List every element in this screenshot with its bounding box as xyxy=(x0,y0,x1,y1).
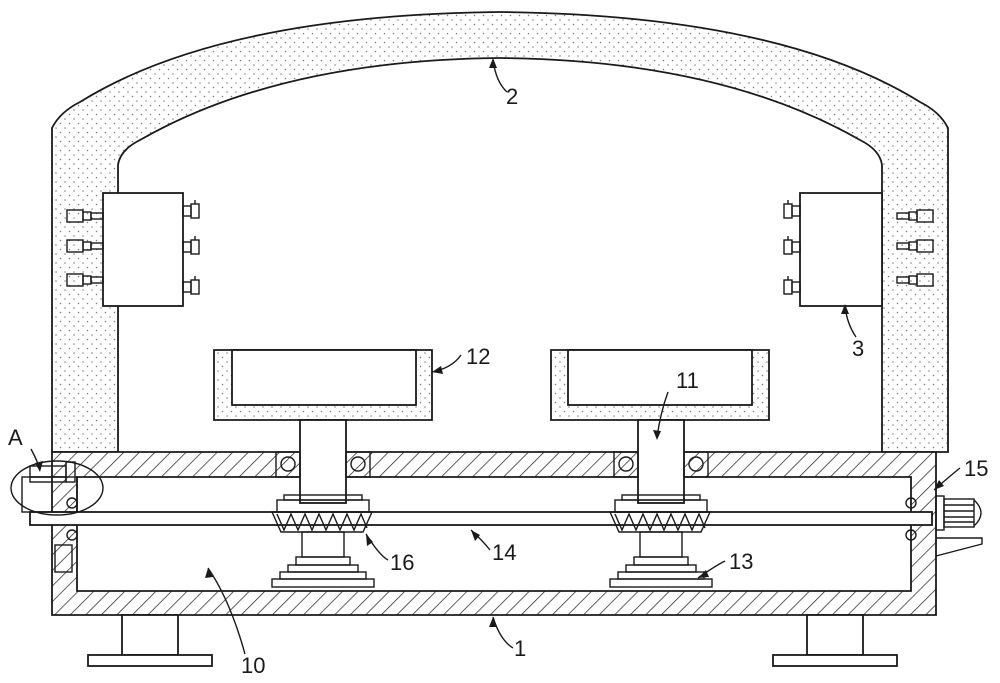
label-10: 10 xyxy=(241,653,265,678)
motor xyxy=(935,495,983,557)
arched-cover xyxy=(51,11,949,453)
right-column xyxy=(613,419,709,504)
right-lower-support xyxy=(609,531,713,588)
left-gear xyxy=(270,494,374,533)
right-side-box xyxy=(783,192,934,307)
label-14: 14 xyxy=(492,540,516,565)
base-housing xyxy=(51,451,937,616)
label-16: 16 xyxy=(390,550,414,575)
leader-arrowheads xyxy=(35,58,944,627)
label-13: 13 xyxy=(729,549,753,574)
label-1: 1 xyxy=(514,636,526,661)
label-a: A xyxy=(8,425,23,450)
label-15: 15 xyxy=(964,456,988,481)
label-2: 2 xyxy=(506,84,518,109)
label-12: 12 xyxy=(466,344,490,369)
left-lower-support xyxy=(271,531,375,588)
right-foot xyxy=(772,614,898,667)
label-3: 3 xyxy=(852,336,864,361)
right-gear xyxy=(608,494,712,533)
right-tray xyxy=(550,349,770,421)
detail-a xyxy=(10,460,104,516)
left-column xyxy=(275,419,371,504)
label-11: 11 xyxy=(676,368,699,393)
left-foot xyxy=(87,614,213,667)
left-side-box xyxy=(66,192,200,307)
left-tray xyxy=(213,349,433,421)
shaft xyxy=(21,476,933,573)
